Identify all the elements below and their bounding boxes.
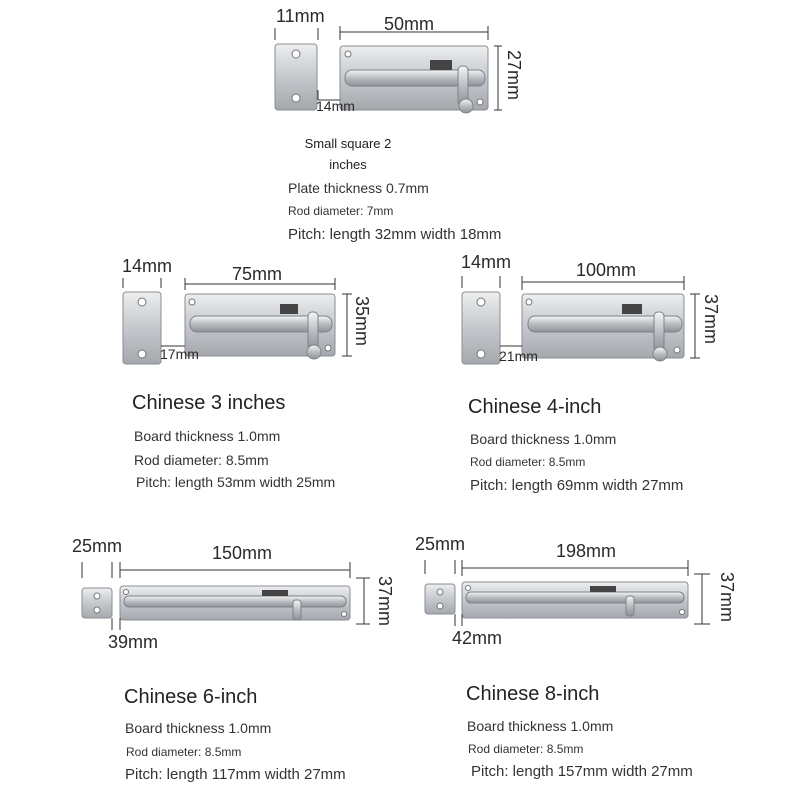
variant-title-line1: Small square 2 <box>304 136 392 151</box>
variant-title: Small square 2 inches <box>296 133 400 175</box>
bolt-drawing-3inch <box>122 278 352 365</box>
spec-rod-diameter: Rod diameter: 8.5mm <box>126 745 242 759</box>
spec-thickness: Board thickness 1.0mm <box>470 431 617 447</box>
height-label: 37mm <box>375 576 395 627</box>
plate-size-label: 14mm <box>122 256 173 276</box>
body-length-label: 50mm <box>384 14 435 34</box>
spec-thickness: Board thickness 1.0mm <box>134 428 281 444</box>
spec-pitch: Pitch: length 157mm width 27mm <box>471 763 693 780</box>
plate-size-label: 11mm <box>276 6 325 26</box>
variant-title: Chinese 6-inch <box>124 686 258 708</box>
spec-pitch: Pitch: length 117mm width 27mm <box>125 766 346 783</box>
gap-label: 21mm <box>499 348 538 364</box>
spec-rod-diameter: Rod diameter: 8.5mm <box>470 455 586 469</box>
variant-title: Chinese 3 inches <box>132 392 286 414</box>
spec-thickness: Board thickness 1.0mm <box>125 720 272 736</box>
bolt-drawing-6inch <box>81 562 370 630</box>
gap-label: 14mm <box>316 98 355 114</box>
variant-title: Chinese 4-inch <box>468 396 602 418</box>
variant-title: Chinese 8-inch <box>466 683 600 705</box>
gap-label: 39mm <box>108 632 159 652</box>
spec-thickness: Board thickness 1.0mm <box>467 718 614 734</box>
spec-pitch: Pitch: length 69mm width 27mm <box>470 477 684 494</box>
bolt-drawing-8inch <box>424 560 710 626</box>
spec-rod-diameter: Rod diameter: 8.5mm <box>134 452 269 468</box>
bolt-drawing-4inch <box>461 276 700 365</box>
height-label: 27mm <box>504 50 524 101</box>
plate-size-label: 25mm <box>72 536 123 556</box>
spec-pitch: Pitch: length 53mm width 25mm <box>136 474 336 490</box>
body-length-label: 150mm <box>212 543 273 563</box>
bolt-drawing-2inch <box>274 26 502 114</box>
gap-label: 42mm <box>452 628 503 648</box>
height-label: 35mm <box>352 296 372 347</box>
spec-rod-diameter: Rod diameter: 7mm <box>288 204 394 218</box>
height-label: 37mm <box>717 572 737 623</box>
gap-label: 17mm <box>160 346 199 362</box>
body-length-label: 100mm <box>576 260 637 280</box>
spec-thickness: Plate thickness 0.7mm <box>288 180 429 196</box>
variant-title-line2: inches <box>329 157 367 172</box>
spec-rod-diameter: Rod diameter: 8.5mm <box>468 742 584 756</box>
body-length-label: 198mm <box>556 541 617 561</box>
plate-size-label: 14mm <box>461 252 512 272</box>
spec-pitch: Pitch: length 32mm width 18mm <box>288 226 502 243</box>
body-length-label: 75mm <box>232 264 283 284</box>
height-label: 37mm <box>701 294 721 345</box>
plate-size-label: 25mm <box>415 534 466 554</box>
